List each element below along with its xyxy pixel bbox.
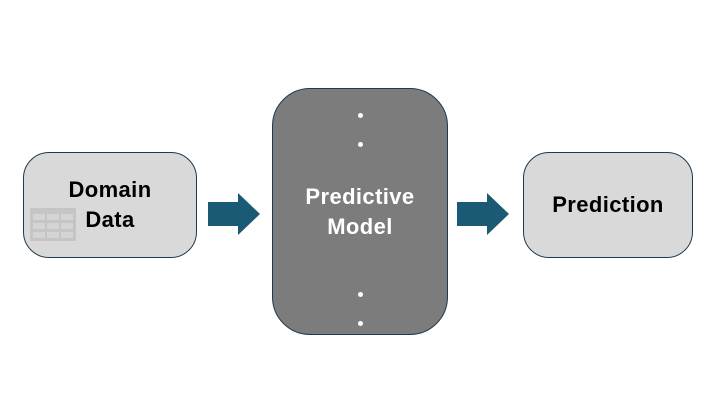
node-domain-data-label-line1: Domain [68, 177, 152, 202]
node-domain-data-label-line2: Data [85, 207, 135, 232]
node-predictive-model-label: Predictive Model [305, 182, 414, 242]
node-prediction-label: Prediction [552, 192, 664, 217]
node-predictive-model-label-line2: Model [327, 213, 393, 239]
ellipsis-dot [357, 291, 363, 297]
node-domain-data: Domain Data [23, 152, 197, 258]
arrow-right-icon [457, 193, 509, 235]
arrow-right-icon [208, 193, 260, 235]
ellipsis-dot [357, 320, 363, 326]
ellipsis-dot [357, 112, 363, 118]
node-domain-data-label: Domain Data [68, 175, 151, 235]
node-predictive-model: Predictive Model [272, 88, 448, 335]
arrow-right-shape [457, 193, 509, 235]
node-prediction: Prediction [523, 152, 693, 258]
arrow-right-shape [208, 193, 260, 235]
table-icon [30, 208, 76, 241]
node-predictive-model-label-line1: Predictive [305, 183, 415, 209]
ellipsis-dot [357, 141, 363, 147]
